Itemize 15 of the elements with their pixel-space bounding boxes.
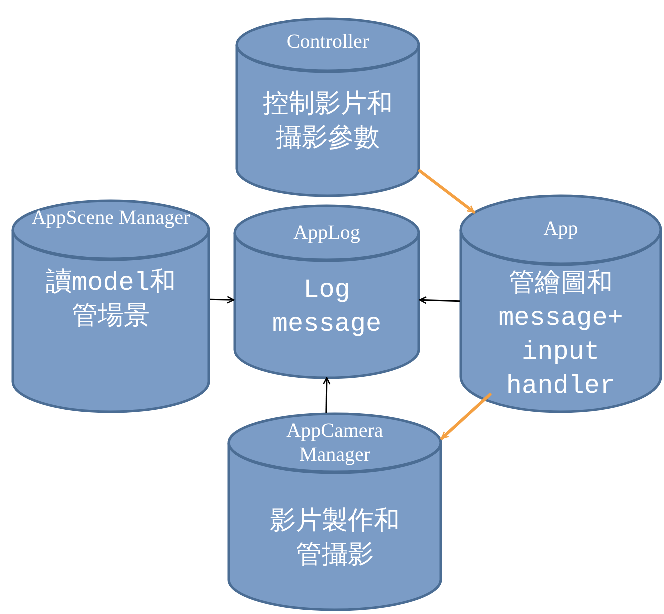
arrow: [419, 296, 460, 304]
database-title: App: [542, 217, 580, 241]
arrow: [210, 296, 235, 304]
database-title: Controller: [286, 30, 370, 54]
database-description: 管繪圖和 message+ input handler: [498, 268, 624, 403]
arrow: [418, 170, 476, 214]
database-description: Log message: [271, 274, 383, 341]
database-title: AppLog: [292, 221, 362, 245]
database-title: AppScene Manager: [32, 206, 190, 230]
database-description: 影片製作和管攝影: [269, 506, 401, 573]
database-description: 讀model和管場景: [44, 267, 177, 334]
arrow: [323, 377, 331, 414]
database-description: 控制影片和攝影參數: [262, 89, 394, 156]
database-title: AppCamera Manager: [286, 419, 384, 467]
arrow: [440, 393, 492, 440]
